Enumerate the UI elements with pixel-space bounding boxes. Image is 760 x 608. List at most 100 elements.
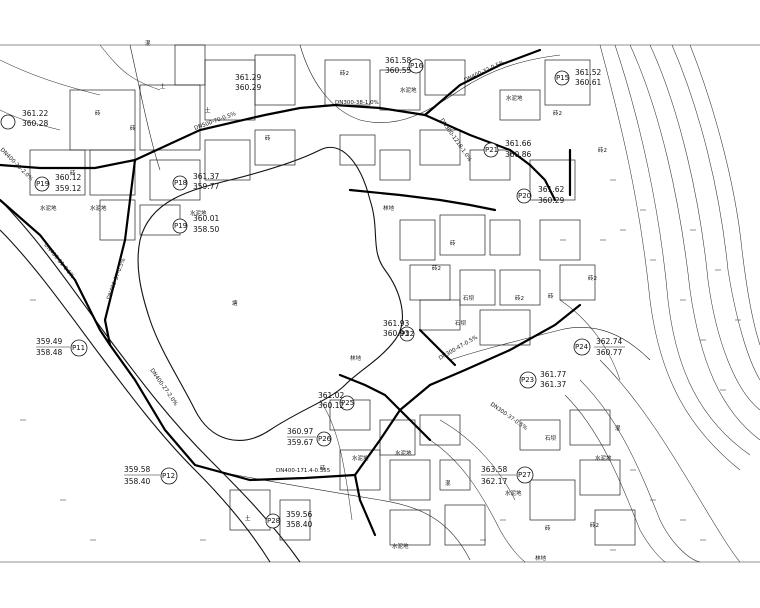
node-top-elev: 361.52 bbox=[575, 68, 601, 77]
node-bottom-elev: 361.37 bbox=[540, 380, 566, 389]
node-bottom-elev: 359.12 bbox=[55, 184, 81, 193]
node-top-elev: 361.02 bbox=[318, 391, 344, 400]
node-top-elev: 361.22 bbox=[22, 109, 48, 118]
node-marker bbox=[172, 175, 188, 191]
node-marker bbox=[70, 339, 88, 357]
node-id: P18 bbox=[174, 179, 187, 187]
brick2-label: 砖2 bbox=[553, 109, 562, 117]
node-top-elev: 361.58 bbox=[385, 56, 411, 65]
brick2-label: 砖2 bbox=[515, 294, 524, 302]
node-id: P20 bbox=[518, 192, 531, 200]
forest-label: 林地 bbox=[350, 354, 362, 362]
node-top-elev: 359.56 bbox=[286, 510, 312, 519]
pipe-label: DN300-47-0.5% bbox=[438, 335, 479, 362]
node-marker bbox=[160, 467, 178, 485]
node-marker bbox=[399, 326, 415, 342]
brick-label: 砖 bbox=[548, 292, 554, 300]
mixed-label: 混 bbox=[445, 479, 451, 487]
cement-label: 水泥地 bbox=[506, 94, 523, 102]
node-id: P24 bbox=[575, 343, 589, 351]
node-marker bbox=[0, 114, 16, 130]
brick2-label: 砖2 bbox=[590, 521, 599, 529]
buildings bbox=[29, 44, 636, 546]
node-bottom-elev: 360.61 bbox=[575, 78, 601, 87]
cement-label: 水泥地 bbox=[352, 454, 369, 462]
node-bottom-elev: 360.12 bbox=[318, 401, 344, 410]
node-bottom-elev: 358.40 bbox=[286, 520, 312, 529]
node-marker bbox=[516, 188, 532, 204]
pipelines bbox=[0, 48, 582, 537]
node-id: P25 bbox=[341, 399, 354, 407]
brick2-label: 砖2 bbox=[588, 274, 597, 282]
node-top-elev: 361.93 bbox=[383, 319, 409, 328]
pipe-label: DN300-1218-1.0% bbox=[438, 118, 472, 163]
pipe-label: DN400-171.4-0.355 bbox=[276, 468, 331, 474]
cement-label: 水泥地 bbox=[190, 209, 207, 217]
node-bottom-elev: 360.28 bbox=[22, 119, 48, 128]
pipe-labels: DN300-38-1.0% DN400-32-0.5% DN300-1218-1… bbox=[0, 60, 528, 474]
contour-lines bbox=[0, 44, 760, 563]
node-top-elev: 360.12 bbox=[55, 173, 81, 182]
manhole-nodes: P16 361.58 360.55 P15 361.52 360.61 361.… bbox=[0, 56, 625, 529]
node-id: P21 bbox=[485, 146, 498, 154]
node-bottom-elev: 358.40 bbox=[124, 477, 150, 486]
node-top-elev: 363.58 bbox=[481, 465, 507, 474]
cement-label: 水泥地 bbox=[40, 204, 57, 212]
brick-label: 砖 bbox=[320, 464, 326, 472]
node-top-elev: 361.77 bbox=[540, 370, 566, 379]
brick-label: 砖 bbox=[95, 109, 101, 117]
node-top-elev: 359.49 bbox=[36, 337, 62, 346]
pipe-label: DN400-27-2.0% bbox=[148, 368, 178, 407]
cement-label: 水泥地 bbox=[505, 489, 522, 497]
forest-label: 林地 bbox=[535, 554, 547, 562]
node-top-elev: 360.01 bbox=[193, 214, 219, 223]
node-top-elev: 359.58 bbox=[124, 465, 150, 474]
pipe-label: DN300-38-1.0% bbox=[335, 100, 379, 106]
cement-label: 水泥地 bbox=[595, 454, 612, 462]
cement-label: 水泥地 bbox=[395, 449, 412, 457]
area-labels: 塘 林地 林地 林地 水泥地 水泥地 水泥地 水泥地 水泥地 水泥地 水泥地 水… bbox=[40, 39, 621, 562]
node-id: P12 bbox=[162, 472, 175, 480]
earth-label: 土 bbox=[160, 82, 166, 90]
node-id: P16 bbox=[410, 62, 424, 70]
pond-boundary bbox=[137, 146, 403, 441]
survey-marks bbox=[20, 179, 741, 551]
node-bottom-elev: 360.86 bbox=[505, 150, 531, 159]
mixed-label: 混 bbox=[145, 39, 151, 47]
node-bottom-elev: 360.93 bbox=[383, 329, 409, 338]
pipe-label: DN300-37-0.5% bbox=[489, 402, 528, 432]
node-id: P26 bbox=[318, 435, 332, 443]
brick-label: 砖 bbox=[130, 124, 136, 132]
node-top-elev: 361.66 bbox=[505, 139, 531, 148]
node-marker bbox=[554, 70, 570, 86]
node-id: P19 bbox=[174, 222, 187, 230]
node-top-elev: 361.62 bbox=[538, 185, 564, 194]
node-marker bbox=[316, 431, 332, 447]
node-bottom-elev: 359.77 bbox=[193, 182, 219, 191]
node-id: P23 bbox=[521, 376, 534, 384]
road-edges bbox=[0, 44, 651, 563]
node-bottom-elev: 360.77 bbox=[596, 348, 622, 357]
node-bottom-elev: 359.67 bbox=[287, 438, 313, 447]
node-bottom-elev: 360.55 bbox=[385, 66, 411, 75]
node-id: P19 bbox=[36, 180, 49, 188]
earth-label: 土 bbox=[245, 514, 251, 522]
brick2-label: 砖2 bbox=[340, 69, 349, 77]
node-top-elev: 360.97 bbox=[287, 427, 313, 436]
stone-label: 石坝 bbox=[545, 434, 557, 442]
brick-label: 砖 bbox=[450, 239, 456, 247]
node-top-elev: 362.74 bbox=[596, 337, 622, 346]
node-top-elev: 361.29 bbox=[235, 73, 261, 82]
stone-label: 石坝 bbox=[455, 319, 467, 327]
node-id: P27 bbox=[518, 471, 531, 479]
brick-label: 砖 bbox=[545, 524, 551, 532]
node-id: P11 bbox=[72, 344, 85, 352]
pipe-label: DN400-37-0.5% bbox=[106, 257, 127, 300]
node-bottom-elev: 360.29 bbox=[235, 83, 261, 92]
brick2-label: 砖2 bbox=[432, 264, 441, 272]
node-marker bbox=[519, 371, 537, 389]
node-marker bbox=[265, 513, 281, 529]
node-id: P15 bbox=[556, 74, 569, 82]
node-bottom-elev: 360.29 bbox=[538, 196, 564, 205]
earth-label: 土 bbox=[205, 106, 211, 114]
